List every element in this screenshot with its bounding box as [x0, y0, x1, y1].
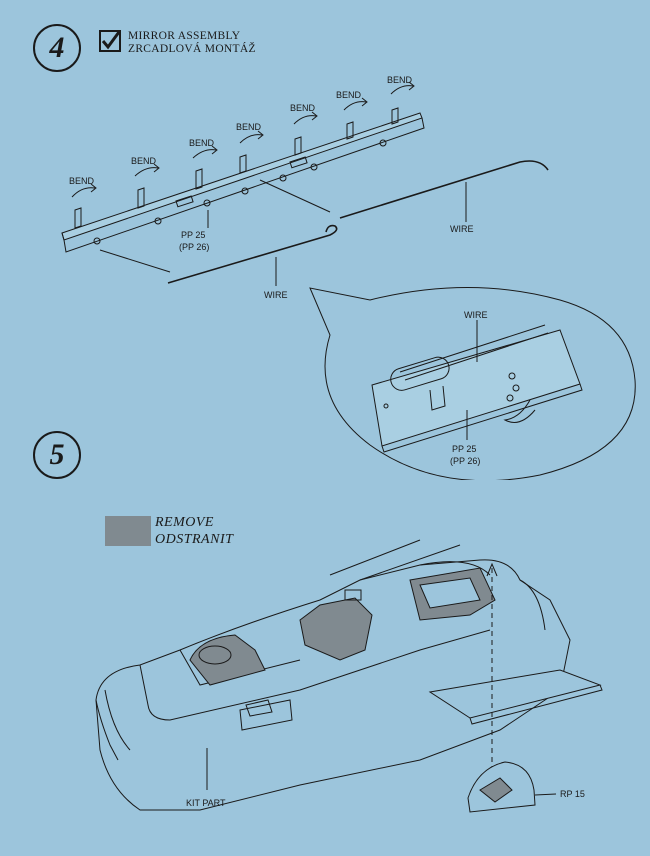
wire-label-detail: WIRE	[464, 310, 488, 320]
part-label-pp25: PP 25	[181, 230, 205, 240]
bend-label-5: BEND	[290, 103, 316, 113]
bend-label-4: BEND	[236, 122, 262, 132]
detail-label-pp26: (PP 26)	[450, 456, 480, 466]
kit-part-label: KIT PART	[186, 798, 226, 808]
cockpit-diagram: KIT PART RP 15	[95, 539, 603, 813]
remove-legend: REMOVE ODSTRANIT	[155, 514, 233, 548]
bend-label-1: BEND	[69, 176, 95, 186]
check-icon	[99, 30, 121, 52]
title-english: MIRROR ASSEMBLY	[128, 30, 241, 42]
odstranit-label: ODSTRANIT	[155, 532, 234, 547]
detail-label-pp25: PP 25	[452, 444, 476, 454]
title-czech: ZRCADLOVÁ MONTÁŽ	[128, 43, 256, 55]
rp15-label: RP 15	[560, 789, 585, 799]
bend-label-2: BEND	[131, 156, 157, 166]
bend-label-7: BEND	[387, 75, 413, 85]
wire-label-left: WIRE	[264, 290, 288, 300]
step-4-number: 4	[33, 24, 81, 72]
mirror-assembly-diagram: BEND BEND BEND BEND BEND BEND BEND PP 25…	[61, 75, 636, 480]
wire-label-right: WIRE	[450, 224, 474, 234]
step-5-number: 5	[33, 431, 81, 479]
bend-label-3: BEND	[189, 138, 215, 148]
remove-swatch	[105, 516, 151, 546]
step-4-title: MIRROR ASSEMBLY ZRCADLOVÁ MONTÁŽ	[128, 30, 256, 56]
part-label-pp26: (PP 26)	[179, 242, 209, 252]
bend-label-6: BEND	[336, 90, 362, 100]
remove-label: REMOVE	[155, 515, 214, 530]
